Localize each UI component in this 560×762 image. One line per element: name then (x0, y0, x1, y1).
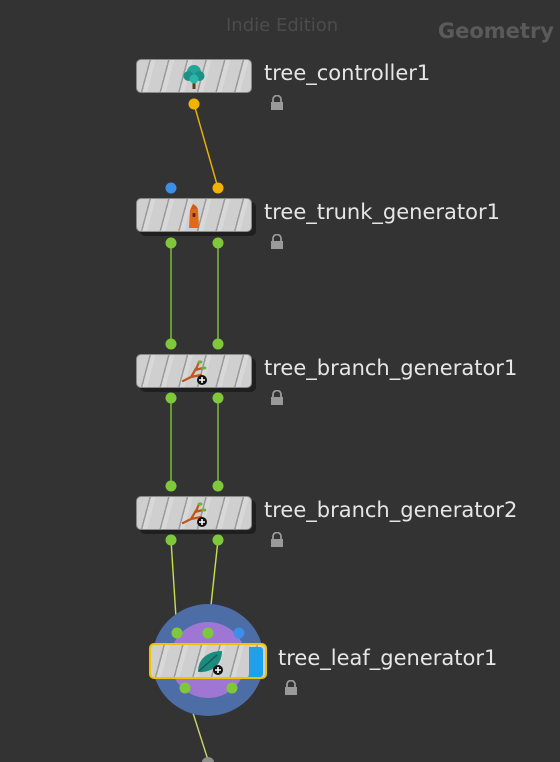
node-tree-branch-generator[interactable] (136, 354, 256, 392)
node-label[interactable]: tree_controller1 (264, 61, 431, 85)
output-connector[interactable] (164, 533, 178, 547)
node-tree-trunk-generator[interactable] (136, 198, 256, 236)
lock-icon[interactable] (269, 95, 285, 110)
node-body[interactable] (149, 643, 267, 679)
node-label[interactable]: tree_trunk_generator1 (264, 200, 500, 224)
input-connector[interactable] (164, 479, 178, 493)
lock-icon[interactable] (269, 532, 285, 547)
leaf-add-icon (198, 651, 223, 675)
lock-icon[interactable] (269, 390, 285, 405)
next-node-connector[interactable] (200, 753, 216, 762)
lock-icon[interactable] (269, 234, 285, 249)
node-body[interactable] (136, 59, 252, 93)
output-connector[interactable] (211, 236, 225, 250)
output-connector[interactable] (164, 391, 178, 405)
branch-add-icon (181, 360, 207, 385)
node-label[interactable]: tree_leaf_generator1 (278, 646, 498, 670)
node-body[interactable] (136, 496, 252, 530)
tree-trunk-icon (189, 204, 199, 228)
node-tree-branch-generator[interactable] (136, 496, 256, 534)
lock-icon[interactable] (283, 680, 299, 695)
input-connector[interactable] (164, 181, 178, 195)
input-connector[interactable] (211, 181, 225, 195)
input-connector[interactable] (211, 337, 225, 351)
display-flag[interactable] (249, 647, 263, 677)
context-label: Geometry (437, 19, 554, 43)
node-label[interactable]: tree_branch_generator2 (264, 498, 518, 522)
branch-add-icon (181, 502, 207, 527)
output-connector[interactable] (178, 681, 192, 695)
output-connector[interactable] (225, 681, 239, 695)
input-connector[interactable] (164, 337, 178, 351)
node-body[interactable] (136, 198, 252, 232)
output-connector[interactable] (211, 391, 225, 405)
node-tree-controller[interactable] (136, 59, 252, 93)
tree-icon (183, 65, 205, 89)
node-label[interactable]: tree_branch_generator1 (264, 356, 518, 380)
input-connector[interactable] (232, 626, 246, 640)
node-tree-leaf-generator[interactable] (149, 643, 267, 679)
input-connector[interactable] (201, 626, 215, 640)
wire-controller-trunk (193, 103, 219, 189)
input-connector[interactable] (211, 479, 225, 493)
output-connector[interactable] (164, 236, 178, 250)
output-connector[interactable] (187, 97, 201, 111)
node-body[interactable] (136, 354, 252, 388)
output-connector[interactable] (211, 533, 225, 547)
input-connector[interactable] (170, 626, 184, 640)
